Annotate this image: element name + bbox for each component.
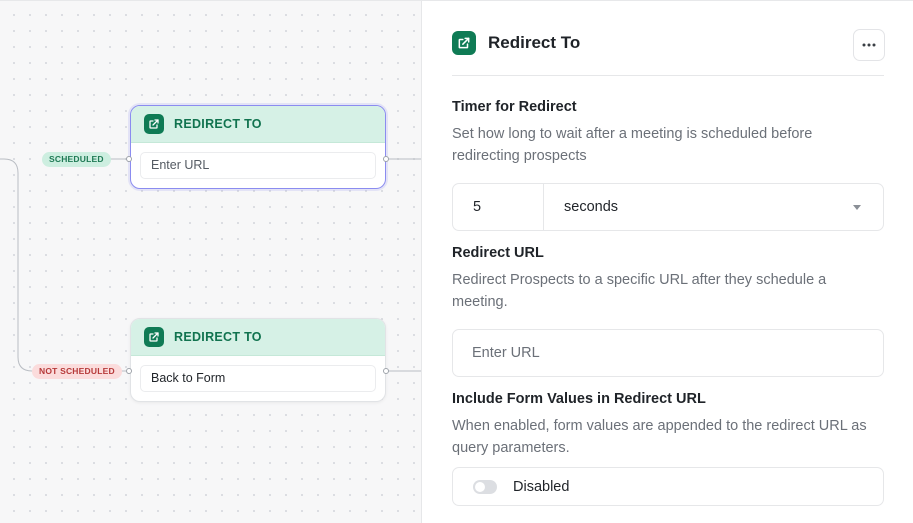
redirect-url-description: Redirect Prospects to a specific URL aft… — [452, 272, 827, 310]
output-port[interactable] — [383, 368, 389, 374]
node-title: REDIRECT TO — [174, 330, 262, 344]
branch-label-not-scheduled: NOT SCHEDULED — [32, 364, 122, 379]
workflow-canvas[interactable]: SCHEDULED NOT SCHEDULED REDIRECT TO Ente… — [0, 0, 421, 523]
output-port[interactable] — [383, 156, 389, 162]
timer-section-title: Timer for Redirect — [452, 99, 577, 115]
redirect-url-title: Redirect URL — [452, 245, 544, 261]
timer-unit-select[interactable]: seconds — [544, 184, 883, 230]
timer-value-input[interactable]: 5 — [453, 184, 544, 230]
input-port[interactable] — [126, 368, 132, 374]
branch-label-scheduled: SCHEDULED — [42, 152, 111, 167]
node-title: REDIRECT TO — [174, 117, 262, 131]
panel-title: Redirect To — [488, 33, 581, 52]
more-horizontal-icon — [862, 43, 876, 47]
external-link-icon — [144, 114, 164, 134]
header-divider — [452, 75, 884, 76]
form-values-toggle-row[interactable]: Disabled — [452, 467, 884, 506]
timer-section-description: Set how long to wait after a meeting is … — [452, 126, 813, 164]
node-url-field[interactable]: Enter URL — [140, 152, 376, 179]
form-values-toggle[interactable] — [473, 479, 497, 494]
external-link-icon — [452, 31, 476, 55]
form-values-description: When enabled, form values are appended t… — [452, 418, 867, 456]
redirect-url-input[interactable]: Enter URL — [452, 329, 884, 377]
timer-control: 5 seconds — [452, 183, 884, 231]
connection-lines — [0, 158, 421, 372]
redirect-node-not-scheduled[interactable]: REDIRECT TO Back to Form — [130, 318, 386, 402]
chevron-down-icon — [853, 205, 861, 210]
more-options-button[interactable] — [853, 29, 885, 61]
timer-unit-value: seconds — [564, 199, 619, 215]
toggle-state-label: Disabled — [513, 478, 570, 495]
node-header: REDIRECT TO — [131, 106, 385, 143]
input-port[interactable] — [126, 156, 132, 162]
node-header: REDIRECT TO — [131, 319, 385, 356]
external-link-icon — [144, 327, 164, 347]
panel-header: Redirect To — [452, 31, 580, 55]
form-values-title: Include Form Values in Redirect URL — [452, 391, 706, 407]
redirect-node-scheduled[interactable]: REDIRECT TO Enter URL — [130, 105, 386, 189]
settings-panel: Redirect To Timer for Redirect Set how l… — [421, 0, 913, 523]
node-url-field[interactable]: Back to Form — [140, 365, 376, 392]
